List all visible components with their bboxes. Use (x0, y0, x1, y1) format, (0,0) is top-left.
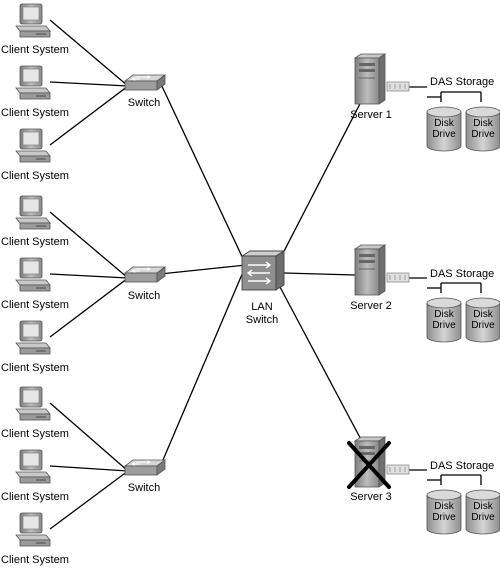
client-label: Client System (1, 236, 69, 248)
client-link-line (49, 402, 129, 472)
connection-lines (49, 19, 482, 530)
server-link-line (279, 286, 366, 448)
switch-label: Switch (127, 97, 161, 109)
lan-switch-label-line1: LAN (251, 301, 273, 313)
client-label: Client System (1, 554, 69, 566)
switch-label: Switch (127, 290, 161, 302)
das-storage-label: DAS Storage (430, 76, 495, 88)
scsi-cable-icon (386, 81, 410, 92)
client-label: Client System (1, 428, 69, 440)
client-computer-icon (15, 195, 51, 230)
client-computer-icon (15, 65, 51, 100)
server-label: Server 2 (350, 300, 392, 312)
client-computer-icon (15, 449, 51, 484)
server-label: Server 1 (350, 109, 392, 121)
devices (15, 3, 500, 547)
client-computer-icon (15, 128, 51, 163)
client-computer-icon (15, 257, 51, 292)
server-icon (353, 53, 387, 105)
disk-drive-icon (426, 106, 462, 152)
workgroup-switch-icon (123, 74, 167, 91)
disk-drive-icon (426, 489, 462, 535)
client-link-line (49, 211, 129, 279)
failure-x-icon (347, 441, 391, 489)
disk-drive-icon (465, 106, 500, 152)
client-label: Client System (1, 107, 69, 119)
client-link-line (49, 277, 129, 338)
client-label: Client System (1, 299, 69, 311)
workgroup-switch-icon (123, 266, 167, 283)
server-label: Server 3 (350, 491, 392, 503)
client-label: Client System (1, 170, 69, 182)
disk-drive-icon (426, 297, 462, 343)
client-computer-icon (15, 512, 51, 547)
disk-drive-icon (465, 297, 500, 343)
client-link-line (49, 470, 129, 530)
client-link-line (49, 81, 129, 87)
uplink-line (159, 264, 247, 468)
scsi-cable-icon (386, 464, 410, 475)
workgroup-switch-icon (123, 459, 167, 476)
das-storage-label: DAS Storage (430, 460, 495, 472)
client-link-line (49, 273, 129, 279)
client-label: Client System (1, 491, 69, 503)
client-label: Client System (1, 362, 69, 374)
lan-switch-label-line2: Switch (245, 314, 279, 326)
uplink-line (159, 264, 247, 275)
client-link-line (49, 19, 129, 87)
uplink-line (159, 81, 247, 266)
switch-label: Switch (127, 482, 161, 494)
scsi-cable-icon (386, 272, 410, 283)
server-icon (353, 244, 387, 296)
server-link-line (283, 272, 356, 276)
disk-drive-icon (465, 489, 500, 535)
client-computer-icon (15, 320, 51, 355)
client-link-line (49, 85, 129, 146)
server-link-line (279, 93, 366, 260)
das-storage-label: DAS Storage (430, 268, 495, 280)
client-link-line (49, 465, 129, 472)
client-computer-icon (15, 3, 51, 38)
client-label: Client System (1, 44, 69, 56)
client-computer-icon (15, 386, 51, 421)
lan-switch-icon (240, 250, 286, 291)
